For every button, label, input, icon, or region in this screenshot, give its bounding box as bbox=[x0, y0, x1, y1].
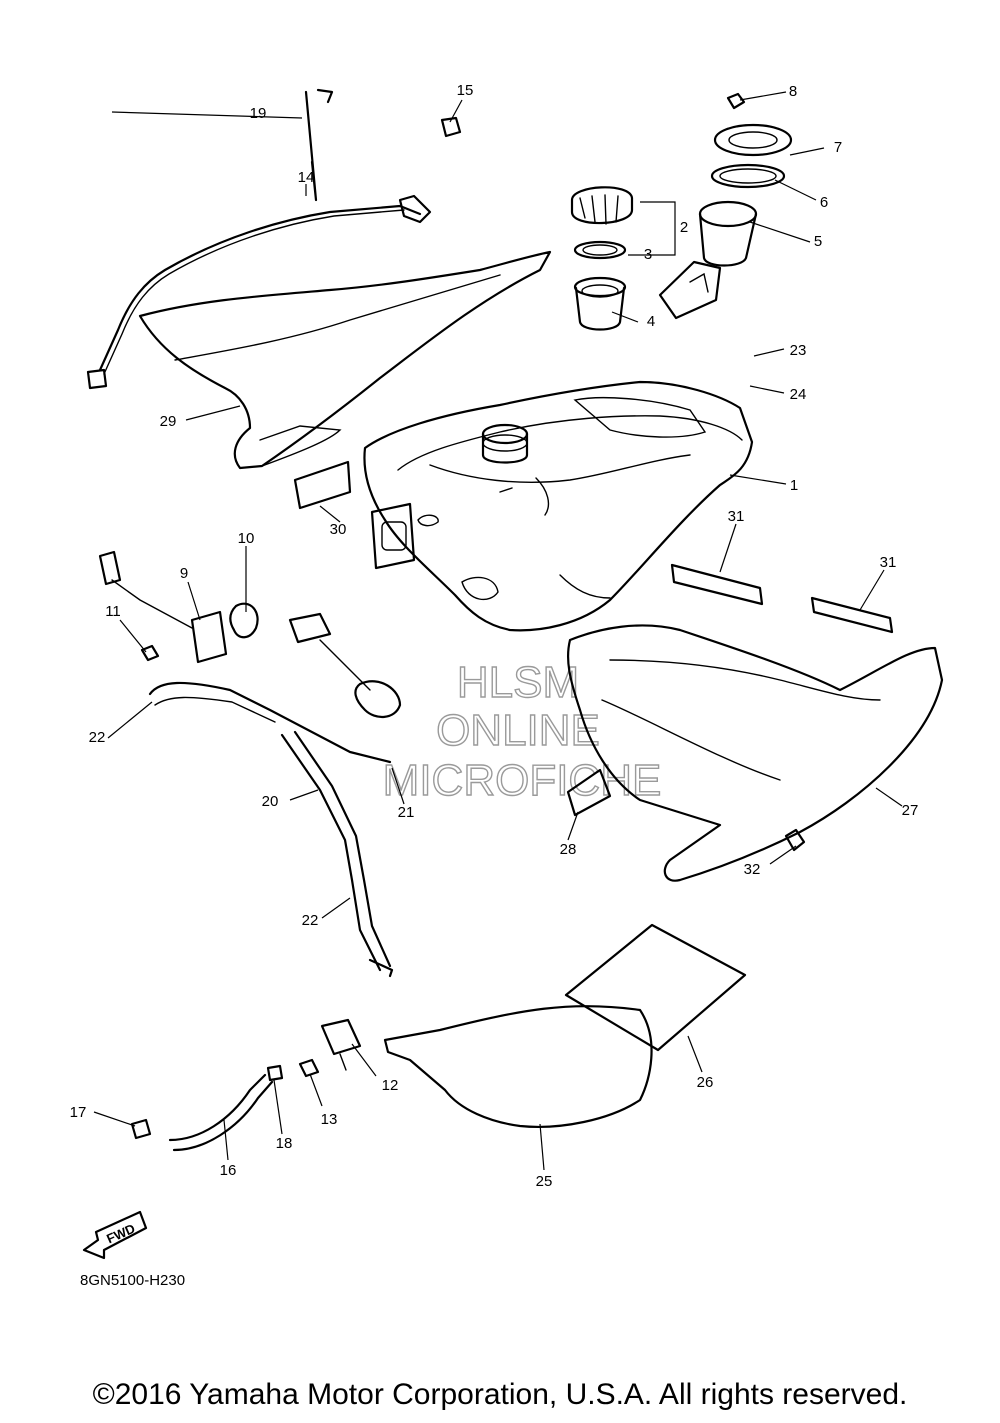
callout-27: 27 bbox=[902, 802, 919, 819]
leader-lines bbox=[93, 91, 903, 1171]
callout-18: 18 bbox=[276, 1135, 293, 1152]
callout-31-right: 31 bbox=[880, 554, 897, 571]
fwd-label: FWD bbox=[104, 1221, 137, 1247]
fuel-hose bbox=[86, 88, 462, 390]
callout-15: 15 bbox=[457, 82, 474, 99]
callout-22-lower: 22 bbox=[302, 912, 319, 929]
fuel-pump-assembly bbox=[658, 92, 793, 320]
callout-9: 9 bbox=[180, 565, 188, 582]
callout-13: 13 bbox=[321, 1111, 338, 1128]
fuel-cock-assembly bbox=[130, 1018, 362, 1152]
vent-hose bbox=[148, 681, 394, 978]
callout-26: 26 bbox=[697, 1074, 714, 1091]
callout-19: 19 bbox=[250, 105, 267, 122]
fuel-sender-unit bbox=[98, 550, 402, 718]
callout-21: 21 bbox=[398, 804, 415, 821]
under-cover bbox=[383, 923, 747, 1128]
callout-22-upper: 22 bbox=[89, 729, 106, 746]
callout-23: 23 bbox=[790, 342, 807, 359]
watermark: HLSM ONLINE MICROFICHE bbox=[382, 657, 662, 805]
callout-6: 6 bbox=[820, 194, 828, 211]
callout-14: 14 bbox=[298, 169, 315, 186]
right-side-cover bbox=[566, 563, 944, 882]
callout-8: 8 bbox=[789, 83, 797, 100]
copyright-notice: ©2016 Yamaha Motor Corporation, U.S.A. A… bbox=[92, 1378, 908, 1411]
callout-11: 11 bbox=[105, 603, 121, 620]
callout-10: 10 bbox=[238, 530, 255, 547]
watermark-line-1: HLSM bbox=[457, 658, 579, 707]
callout-29: 29 bbox=[160, 413, 177, 430]
callout-4: 4 bbox=[647, 313, 655, 330]
callout-12: 12 bbox=[382, 1077, 399, 1094]
callout-31-left: 31 bbox=[728, 508, 745, 525]
callout-1: 1 bbox=[790, 477, 798, 494]
fuel-cap-assembly bbox=[570, 186, 634, 331]
callout-16: 16 bbox=[220, 1162, 237, 1179]
callout-5: 5 bbox=[814, 233, 822, 250]
callout-3: 3 bbox=[644, 246, 652, 263]
callout-28: 28 bbox=[560, 841, 577, 858]
callouts: 1 2 3 4 5 6 7 8 9 10 11 12 13 14 15 16 1… bbox=[70, 82, 919, 1190]
callout-25: 25 bbox=[536, 1173, 553, 1190]
callout-7: 7 bbox=[834, 139, 842, 156]
callout-30: 30 bbox=[330, 521, 347, 538]
callout-2: 2 bbox=[680, 219, 688, 236]
callout-32: 32 bbox=[744, 861, 761, 878]
fwd-arrow-icon: FWD bbox=[82, 1210, 148, 1260]
diagram-code: 8GN5100-H230 bbox=[80, 1272, 186, 1289]
callout-20: 20 bbox=[262, 793, 279, 810]
callout-17: 17 bbox=[70, 1104, 87, 1121]
watermark-line-2: ONLINE bbox=[436, 706, 600, 755]
watermark-line-3: MICROFICHE bbox=[383, 756, 662, 805]
callout-24: 24 bbox=[790, 386, 807, 403]
fuel-tank bbox=[363, 380, 754, 632]
left-side-cover bbox=[138, 250, 552, 510]
